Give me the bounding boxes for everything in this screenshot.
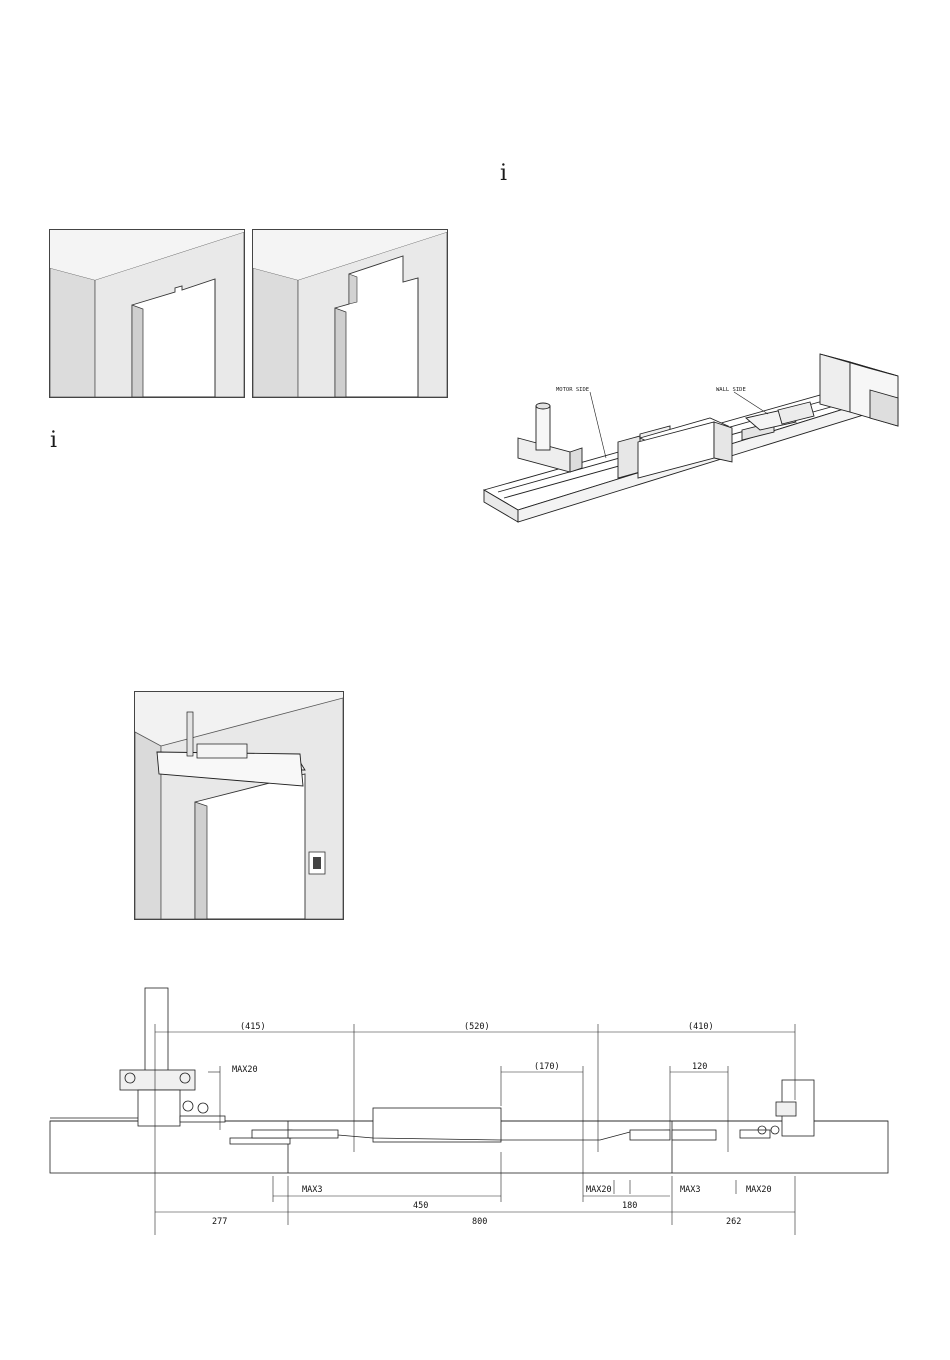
dim-180: 180 bbox=[622, 1201, 637, 1211]
dim-415: (415) bbox=[240, 1022, 266, 1032]
info-icon: i bbox=[500, 163, 507, 185]
dimensioned-rail-drawing: (415) (520) (410) (170) 120 MAX20 MAX3 M… bbox=[40, 980, 900, 1245]
dim-max20-left: MAX20 bbox=[232, 1065, 258, 1075]
isometric-rail-drawing: MOTOR SIDE WALL SIDE bbox=[478, 340, 908, 530]
motor-side-label: MOTOR SIDE bbox=[556, 387, 589, 393]
dim-520: (520) bbox=[464, 1022, 490, 1032]
dim-800: 800 bbox=[472, 1217, 487, 1227]
dim-max20-mid: MAX20 bbox=[586, 1185, 612, 1195]
dim-277: 277 bbox=[212, 1217, 227, 1227]
dim-max3-right: MAX3 bbox=[680, 1185, 700, 1195]
dim-450: 450 bbox=[413, 1201, 428, 1211]
wall-side-label: WALL SIDE bbox=[716, 387, 746, 393]
installed-operator-illustration bbox=[134, 691, 344, 920]
dim-262: 262 bbox=[726, 1217, 741, 1227]
dim-410: (410) bbox=[688, 1022, 714, 1032]
wall-recess-illustration-small bbox=[49, 229, 245, 398]
dim-max20-right: MAX20 bbox=[746, 1185, 772, 1195]
dim-170: (170) bbox=[534, 1062, 560, 1072]
dim-120: 120 bbox=[692, 1062, 707, 1072]
dim-max3-left: MAX3 bbox=[302, 1185, 322, 1195]
wall-recess-illustration-large bbox=[252, 229, 448, 398]
info-icon: i bbox=[50, 430, 57, 452]
